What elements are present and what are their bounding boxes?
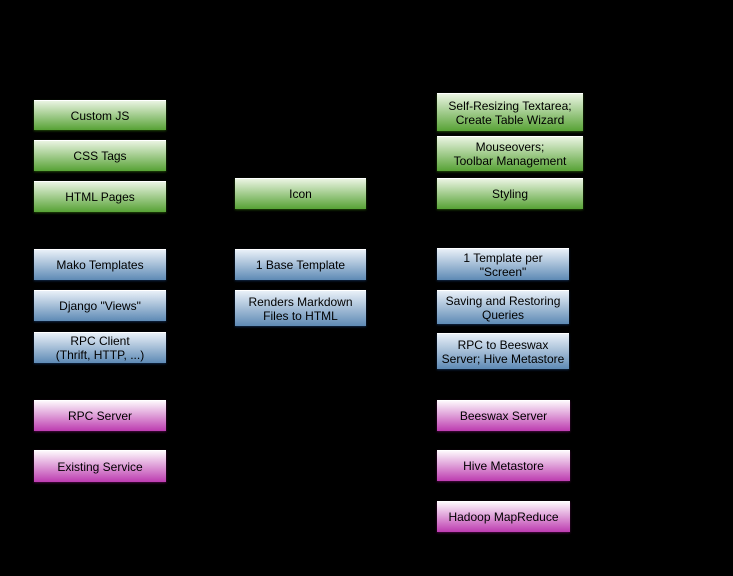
node-label: Saving and Restoring xyxy=(445,293,561,308)
node-rpc-server: RPC Server xyxy=(34,400,166,431)
node-label: Renders Markdown xyxy=(248,294,353,309)
node-label: Create Table Wizard xyxy=(455,112,565,127)
node-label: RPC Server xyxy=(67,409,132,423)
node-label: Hadoop MapReduce xyxy=(448,510,559,524)
node-beeswax-server: Beeswax Server xyxy=(437,400,570,431)
node-self-resizing-textarea: Self-Resizing Textarea;Create Table Wiza… xyxy=(437,93,583,131)
node-label: Files to HTML xyxy=(263,308,338,323)
node-label: Queries xyxy=(481,307,525,322)
node-rpc-client: RPC Client(Thrift, HTTP, ...) xyxy=(34,332,166,363)
node-label: Styling xyxy=(491,187,529,201)
node-mouseovers: Mouseovers;Toolbar Management xyxy=(437,136,583,171)
node-label: (Thrift, HTTP, ...) xyxy=(55,348,145,362)
node-label: Mako Templates xyxy=(56,258,144,272)
node-label: RPC Client xyxy=(70,334,130,348)
node-label: 1 Template per xyxy=(463,250,543,265)
node-label: Hive Metastore xyxy=(463,459,544,473)
node-django-views: Django "Views" xyxy=(34,290,166,321)
node-base-template: 1 Base Template xyxy=(235,249,366,280)
node-label: 1 Base Template xyxy=(255,258,346,272)
node-label: CSS Tags xyxy=(73,149,127,163)
node-mako-templates: Mako Templates xyxy=(34,249,166,280)
node-styling: Styling xyxy=(437,178,583,209)
node-label: Self-Resizing Textarea; xyxy=(448,98,572,113)
node-label: Beeswax Server xyxy=(459,409,548,423)
node-icon: Icon xyxy=(235,178,366,209)
node-html-pages: HTML Pages xyxy=(34,181,166,212)
node-label: RPC to Beeswax xyxy=(457,337,549,352)
node-template-per-screen: 1 Template per"Screen" xyxy=(437,248,569,280)
node-hadoop-mapreduce: Hadoop MapReduce xyxy=(437,501,570,532)
node-label: HTML Pages xyxy=(65,190,135,204)
node-existing-service: Existing Service xyxy=(34,450,166,482)
node-label: Mouseovers; xyxy=(475,140,545,154)
node-label: Existing Service xyxy=(57,459,143,474)
node-label: "Screen" xyxy=(479,264,527,279)
node-label: Server; Hive Metastore xyxy=(441,351,565,366)
node-label: Toolbar Management xyxy=(453,154,567,168)
node-label: Icon xyxy=(289,187,312,201)
node-hive-metastore: Hive Metastore xyxy=(437,450,570,481)
node-label: Django "Views" xyxy=(59,299,141,313)
node-css-tags: CSS Tags xyxy=(34,140,166,171)
node-label: Custom JS xyxy=(70,108,130,123)
node-custom-js: Custom JS xyxy=(34,100,166,130)
